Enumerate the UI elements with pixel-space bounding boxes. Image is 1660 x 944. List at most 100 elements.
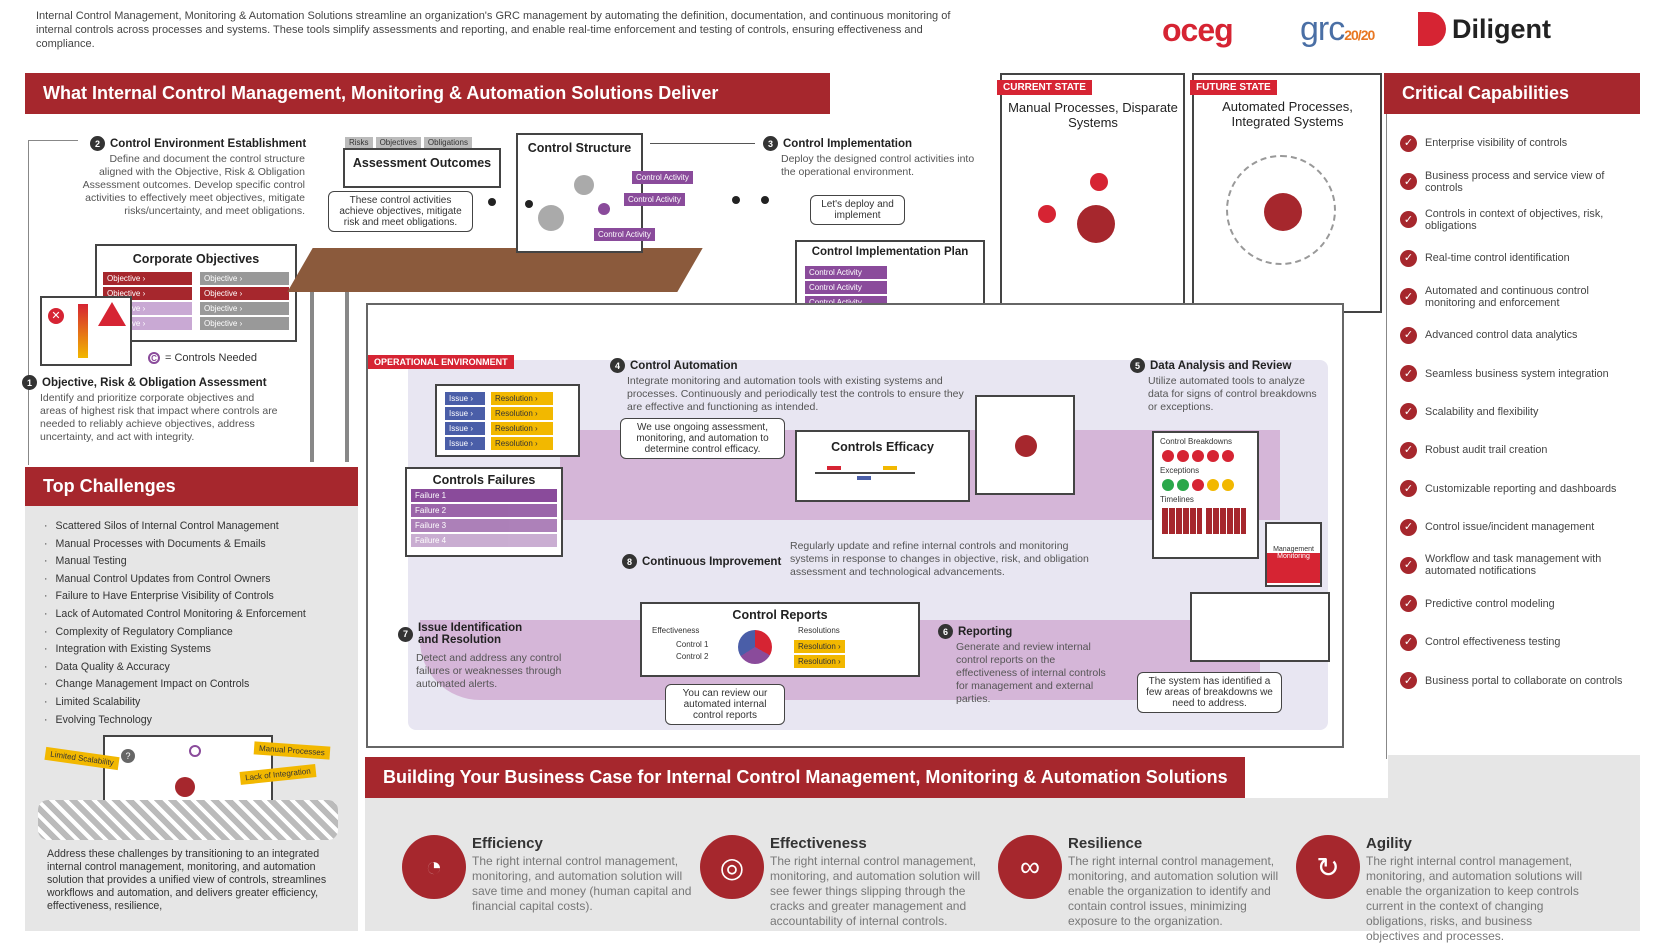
- objective-item: Objective ›: [200, 317, 289, 330]
- objective-item: Objective ›: [200, 302, 289, 315]
- controls-failures-box: Controls Failures Failure 1 Failure 2 Fa…: [405, 467, 563, 557]
- failure-item: Failure 3: [411, 519, 557, 532]
- corporate-objectives-title: Corporate Objectives: [132, 252, 260, 266]
- assessment-tab: Risks: [345, 137, 373, 148]
- check-icon: ✓: [1400, 403, 1417, 421]
- critical-item: ✓Business portal to collaborate on contr…: [1400, 661, 1640, 699]
- business-case-header: Building Your Business Case for Internal…: [365, 757, 1245, 798]
- critical-item: ✓Control effectiveness testing: [1400, 623, 1640, 661]
- critical-text: Real-time control identification: [1425, 252, 1570, 265]
- issue-item: Issue ›: [445, 422, 485, 435]
- benefit-desc: The right internal control management, m…: [472, 854, 692, 913]
- oceg-logo: oceg: [1162, 12, 1234, 48]
- person-icon: [525, 200, 533, 208]
- benefit-title: Effectiveness: [770, 835, 867, 852]
- benefit-title: Resilience: [1068, 835, 1143, 852]
- check-icon: ✓: [1400, 595, 1417, 613]
- challenge-item: ·Manual Processes with Documents & Email…: [44, 538, 344, 556]
- benefit-desc: The right internal control management, m…: [770, 854, 981, 928]
- benefit-title: Agility: [1366, 835, 1412, 852]
- controls-needed-legend: C = Controls Needed: [148, 352, 257, 364]
- benefit-desc: The right internal control management, m…: [1068, 854, 1279, 928]
- check-icon: ✓: [1400, 288, 1417, 306]
- step-4-desc: Integrate monitoring and automation tool…: [627, 375, 964, 413]
- benefit-icon: ↻: [1296, 835, 1360, 899]
- challenges-list: ·Scattered Silos of Internal Control Man…: [44, 520, 344, 731]
- implementation-plan-title: Control Implementation Plan: [811, 246, 969, 258]
- breakdowns-box: Control Breakdowns Exceptions Timelines: [1152, 431, 1259, 559]
- failure-item: Failure 2: [411, 504, 557, 517]
- challenge-item: ·Scattered Silos of Internal Control Man…: [44, 520, 344, 538]
- control-activity-tag: Control Activity: [624, 193, 685, 206]
- diligent-logo-text: Diligent: [1452, 13, 1551, 44]
- critical-text: Automated and continuous control monitor…: [1425, 284, 1589, 309]
- critical-item: ✓ Advanced control data analytics: [1400, 316, 1640, 354]
- effectiveness-pie: [738, 630, 772, 664]
- challenge-item: ·Failure to Have Enterprise Visibility o…: [44, 590, 344, 608]
- current-state-title: Manual Processes, Disparate Systems: [1008, 100, 1178, 130]
- exceptions-label: Exceptions: [1160, 466, 1200, 475]
- challenge-text: Limited Scalability: [55, 695, 141, 708]
- paper-pile: [38, 800, 338, 840]
- critical-item: ✓ Control issue/incident management: [1400, 508, 1640, 546]
- critical-text: Advanced control data analytics: [1425, 329, 1578, 342]
- objective-item: Objective ›: [200, 272, 289, 285]
- step-6-label: Reporting: [958, 625, 1013, 638]
- check-icon: ✓: [1400, 211, 1417, 229]
- control-structure-title: Control Structure: [527, 141, 632, 155]
- critical-text: Scalability and flexibility: [1425, 405, 1539, 418]
- critical-text: Control issue/incident management: [1425, 521, 1595, 534]
- critical-item: ✓ Automated and continuous control monito…: [1400, 278, 1640, 316]
- challenge-text: Manual Processes with Documents & Emails: [55, 537, 266, 550]
- future-state-box: [1192, 73, 1382, 313]
- challenge-text: Integration with Existing Systems: [55, 643, 211, 656]
- controls-needed-icon: C: [148, 352, 160, 364]
- check-icon: ✓: [1400, 173, 1417, 191]
- check-icon: ✓: [1400, 556, 1417, 574]
- critical-item: ✓Controls in context of objectives, risk…: [1400, 201, 1640, 239]
- check-icon: ✓: [1400, 326, 1417, 344]
- assessment-tab: Objectives: [375, 137, 421, 148]
- person-icon: [732, 196, 740, 204]
- check-icon: ✓: [1400, 518, 1417, 536]
- breakdown-tree-box: [1190, 592, 1330, 662]
- step-3-number: 3: [763, 136, 778, 151]
- control-reports-box: Control Reports Effectiveness Control 1 …: [640, 602, 920, 677]
- operational-environment-tag: OPERATIONAL ENVIRONMENT: [368, 355, 514, 369]
- step-6-number: 6: [938, 624, 953, 639]
- step-8-number: 8: [622, 554, 637, 569]
- assessment-tab: Obligations: [423, 137, 472, 148]
- critical-list: ✓Enterprise visibility of controls✓Busin…: [1400, 124, 1640, 700]
- timelines-label: Timelines: [1160, 495, 1194, 504]
- issue-item: Issue ›: [445, 407, 485, 420]
- step-7-title: 7 Issue Identification and Resolution: [398, 622, 528, 646]
- control-activity-tag: Control Activity: [632, 171, 693, 184]
- challenges-panel: [25, 506, 358, 931]
- failure-item: Failure 4: [411, 534, 557, 547]
- step-7-number: 7: [398, 626, 413, 642]
- critical-text: Business process and service view of con…: [1425, 169, 1605, 194]
- benefit-title: Efficiency: [472, 835, 543, 852]
- step-5-label: Data Analysis and Review: [1150, 359, 1292, 372]
- check-icon: ✓: [1400, 134, 1417, 152]
- step-2-number: 2: [90, 136, 105, 151]
- step-2-label: Control Environment Establishment: [110, 137, 307, 150]
- management-monitoring-panel: Management Monitoring: [1265, 522, 1322, 587]
- plan-activity-item: Control Activity: [805, 281, 887, 294]
- control-2-label: Control 2: [676, 652, 709, 661]
- step-7-label: Issue Identification and Resolution: [418, 622, 523, 646]
- controls-failures-title: Controls Failures: [432, 473, 536, 487]
- check-icon: ✓: [1400, 672, 1417, 690]
- intro-text: Internal Control Management, Monitoring …: [36, 10, 951, 50]
- critical-text: Customizable reporting and dashboards: [1425, 482, 1617, 495]
- critical-item: ✓Workflow and task management with autom…: [1400, 546, 1640, 584]
- critical-header: Critical Capabilities: [1384, 73, 1640, 114]
- critical-item: ✓Customizable reporting and dashboards: [1400, 470, 1640, 508]
- step-7-desc: Detect and address any control failures …: [416, 652, 562, 690]
- challenge-summary: Address these challenges by transitionin…: [47, 848, 327, 912]
- platform: [287, 248, 703, 292]
- current-state-box: [1000, 73, 1185, 313]
- challenge-item: ·Evolving Technology: [44, 714, 344, 732]
- critical-text: Control effectiveness testing: [1425, 636, 1561, 649]
